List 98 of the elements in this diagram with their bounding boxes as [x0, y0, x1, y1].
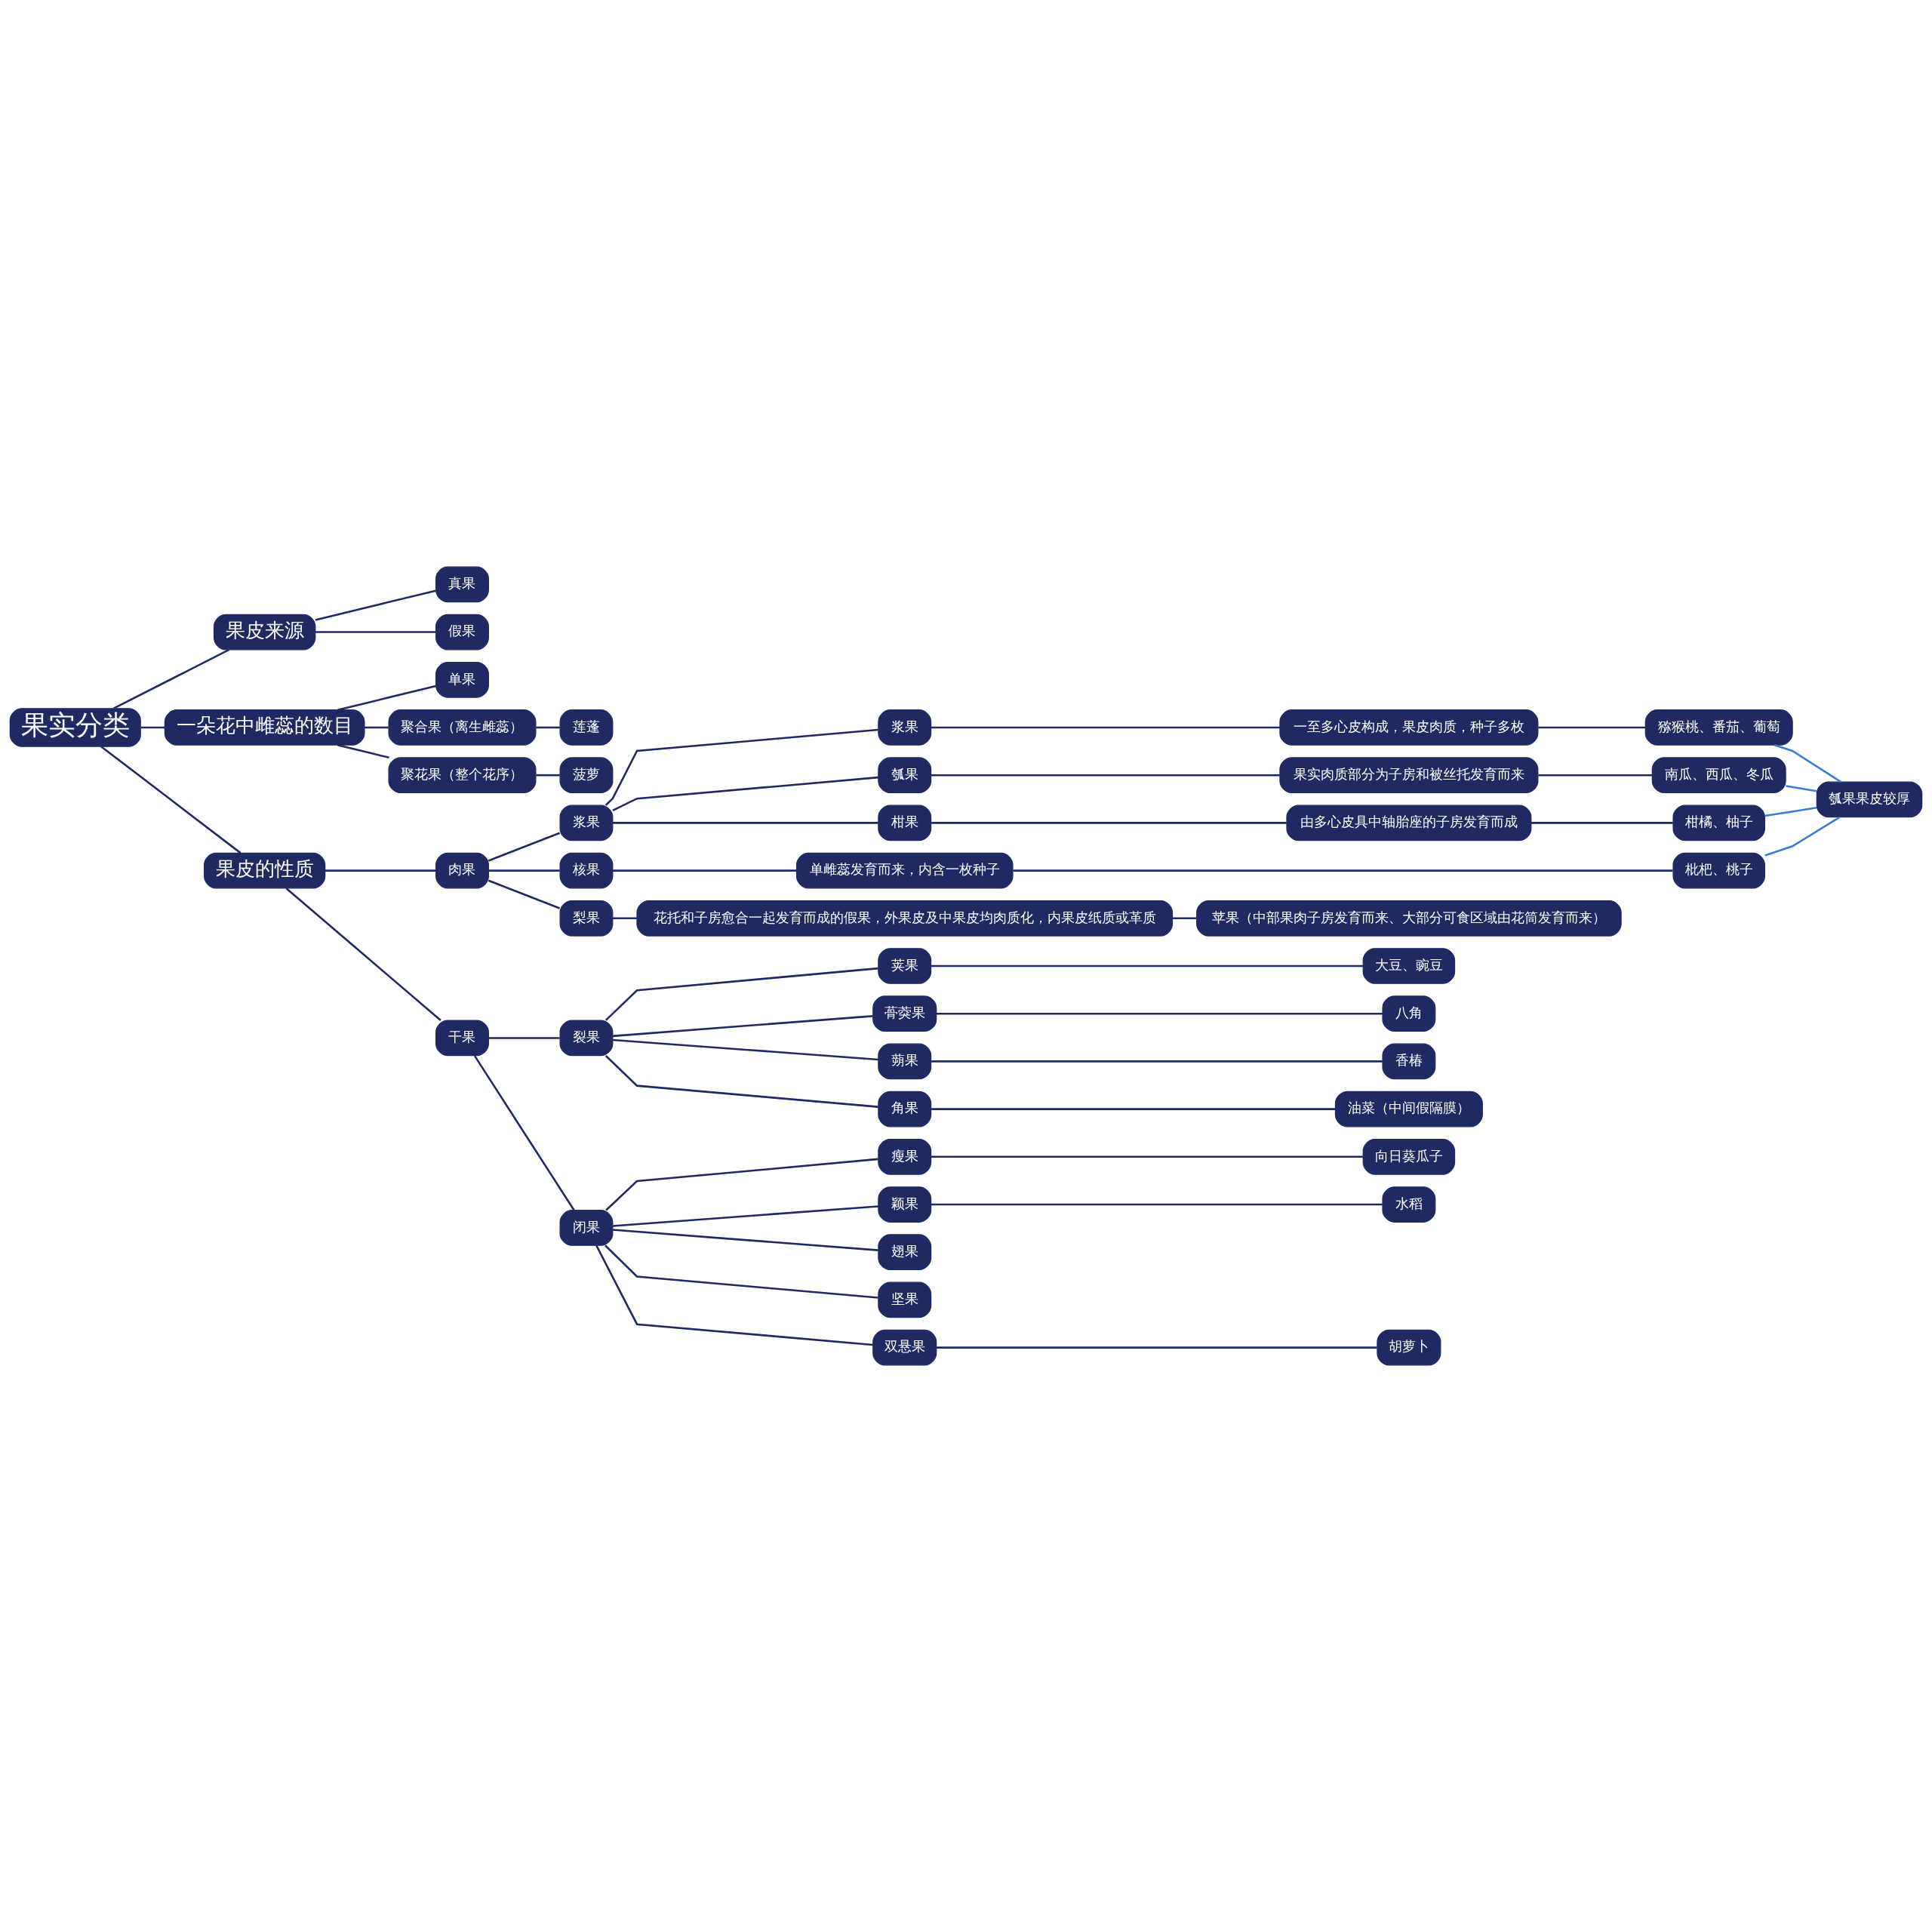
connector: [488, 869, 560, 872]
node-box: 由多心皮具中轴胎座的子房发育而成: [1286, 804, 1532, 841]
node-box: 油菜（中间假隔膜）: [1334, 1091, 1483, 1128]
node-box: 八角: [1382, 995, 1436, 1032]
connector: [536, 774, 560, 777]
node-box: 向日葵瓜子: [1362, 1138, 1456, 1175]
node-box: 一朵花中雌蕊的数目: [164, 709, 365, 746]
node-box: 果实分类: [9, 708, 141, 747]
node-box: 果皮的性质: [204, 852, 326, 889]
connector: [936, 1346, 1377, 1349]
node-box: 水稻: [1382, 1186, 1436, 1223]
node-box: 南瓜、西瓜、冬瓜: [1651, 757, 1786, 794]
node-box: 苹果（中部果肉子房发育而来、大部分可食区域由花筒发育而来）: [1196, 900, 1622, 937]
node-box: 干果: [435, 1020, 489, 1057]
node-box: 胡萝卜: [1377, 1329, 1441, 1366]
node-box: 花托和子房愈合一起发育而成的假果，外果皮及中果皮均肉质化，内果皮纸质或革质: [636, 900, 1174, 937]
connector: [1531, 822, 1673, 824]
connector: [315, 589, 436, 621]
connector: [473, 1055, 575, 1211]
node-box: 坚果: [878, 1281, 932, 1318]
connector: [1013, 869, 1673, 872]
node-box: 裂果: [559, 1020, 614, 1057]
connector: [931, 964, 1363, 968]
node-box: 双悬果: [872, 1329, 937, 1366]
node-box: 瓠果: [878, 757, 932, 794]
connector: [1774, 744, 1842, 783]
node-box: 果皮来源: [213, 614, 316, 651]
connector: [488, 832, 561, 862]
connector: [931, 1108, 1336, 1110]
node-box: 浆果: [559, 804, 614, 841]
node-box: 真果: [435, 566, 489, 603]
connector: [1172, 917, 1197, 920]
connector: [612, 822, 878, 824]
connector: [1786, 785, 1817, 792]
connector: [1538, 726, 1645, 729]
connector: [285, 887, 441, 1022]
connector: [931, 1203, 1383, 1206]
node-box: 荚果: [878, 948, 932, 984]
connector: [100, 746, 242, 854]
connector: [605, 967, 878, 1021]
connector: [113, 648, 230, 709]
node-box: 闭果: [559, 1210, 614, 1246]
node-box: 核果: [559, 852, 614, 889]
connector: [337, 744, 389, 759]
node-box: 菠萝: [559, 757, 614, 794]
node-box: 单果: [435, 661, 489, 698]
node-box: 柑果: [878, 804, 932, 841]
node-box: 枇杷、桃子: [1672, 852, 1765, 889]
connector: [605, 1244, 878, 1299]
connector: [612, 1229, 878, 1251]
node-box: 蒴果: [878, 1043, 932, 1080]
connector: [931, 1060, 1383, 1063]
node-box: 聚花果（整个花序）: [388, 757, 537, 794]
connector: [315, 631, 436, 633]
node-box: 梨果: [559, 900, 614, 937]
node-box: 果实肉质部分为子房和被丝托发育而来: [1279, 757, 1539, 794]
node-box: 单雌蕊发育而来，内含一枚种子: [795, 852, 1014, 889]
connector: [1764, 816, 1841, 857]
node-box: 莲蓬: [559, 709, 614, 746]
node-box: 假果: [435, 614, 489, 651]
connector: [595, 1244, 873, 1346]
node-box: 肉果: [435, 852, 489, 889]
node-box: 颖果: [878, 1186, 932, 1223]
connector: [337, 685, 436, 711]
node-box: 聚合果（离生雌蕊）: [388, 709, 537, 746]
connector: [325, 869, 436, 872]
connector: [931, 822, 1287, 824]
connector: [931, 726, 1280, 729]
node-box: 瘦果: [878, 1138, 932, 1175]
connector: [612, 1205, 878, 1227]
connector: [931, 1155, 1363, 1158]
connector: [488, 1037, 560, 1039]
node-box: 翅果: [878, 1234, 932, 1271]
connector: [931, 774, 1280, 777]
node-box: 柑橘、柚子: [1672, 804, 1765, 841]
node-box: 猕猴桃、番茄、葡萄: [1644, 709, 1793, 746]
connector: [612, 917, 637, 920]
node-box: 角果: [878, 1091, 932, 1128]
connector: [605, 728, 878, 806]
node-box: 浆果: [878, 709, 932, 746]
connector: [612, 1015, 873, 1038]
connector: [365, 726, 389, 729]
node-box: 一至多心皮构成，果皮肉质，种子多枚: [1279, 709, 1539, 746]
connector: [140, 726, 165, 729]
connector: [536, 726, 560, 729]
connector: [936, 1012, 1383, 1015]
node-box: 大豆、豌豆: [1362, 948, 1456, 984]
connector: [1538, 774, 1653, 777]
connector: [612, 776, 878, 812]
connector: [612, 869, 797, 872]
node-box: 瓠果果皮较厚: [1816, 781, 1923, 818]
node-box: 蓇葖果: [872, 995, 937, 1032]
connector: [1764, 806, 1817, 817]
connector: [488, 879, 561, 909]
node-box: 香椿: [1382, 1043, 1436, 1080]
connector: [605, 1055, 878, 1108]
connector: [605, 1158, 878, 1211]
connector: [612, 1038, 878, 1061]
